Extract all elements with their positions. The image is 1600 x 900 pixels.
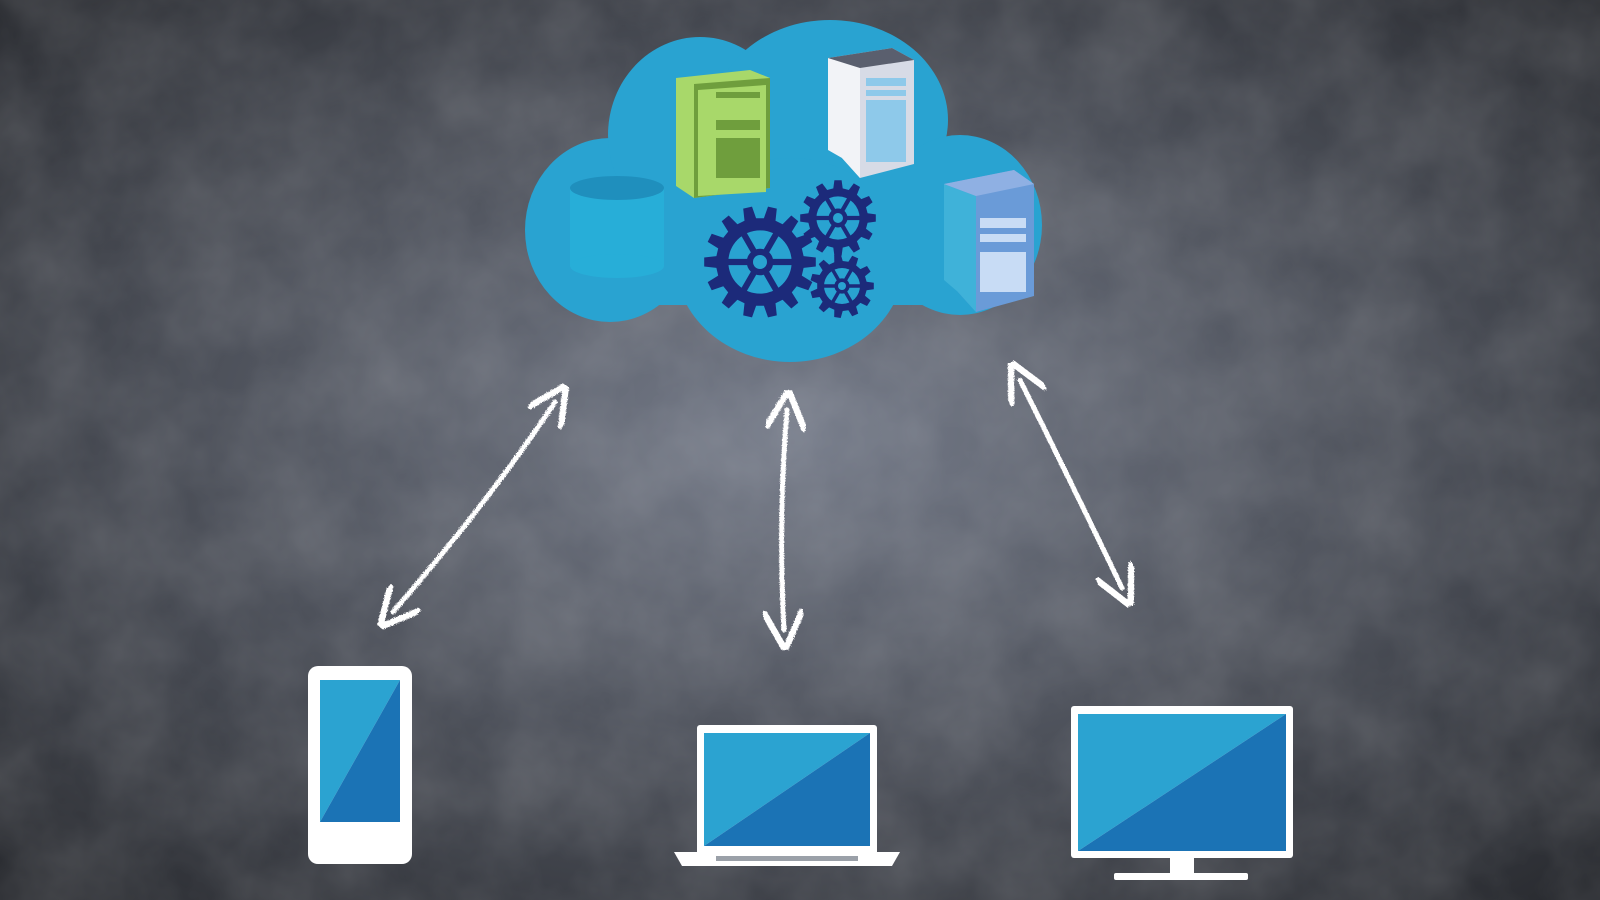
- arrow-cloud-to-smartphone: [393, 402, 555, 612]
- blue-server-icon: [944, 170, 1034, 312]
- small-gear-top-icon: [800, 180, 876, 256]
- arrow-cloud-to-monitor: [1020, 380, 1122, 588]
- grey-server-icon: [828, 48, 914, 178]
- smartphone-icon: [308, 666, 412, 864]
- gears-icon: [704, 180, 876, 318]
- laptop-icon: [674, 725, 900, 866]
- arrow-cloud-to-laptop: [782, 410, 787, 630]
- desktop-monitor-icon: [1071, 706, 1293, 880]
- database-icon: [570, 176, 664, 278]
- large-gear-icon: [704, 206, 816, 318]
- small-gear-bottom-icon: [810, 254, 874, 318]
- cloud-icon: [525, 20, 1042, 362]
- chalk-arrows: [393, 380, 1122, 630]
- green-server-icon: [676, 70, 770, 198]
- laptop-keyboard: [716, 856, 858, 861]
